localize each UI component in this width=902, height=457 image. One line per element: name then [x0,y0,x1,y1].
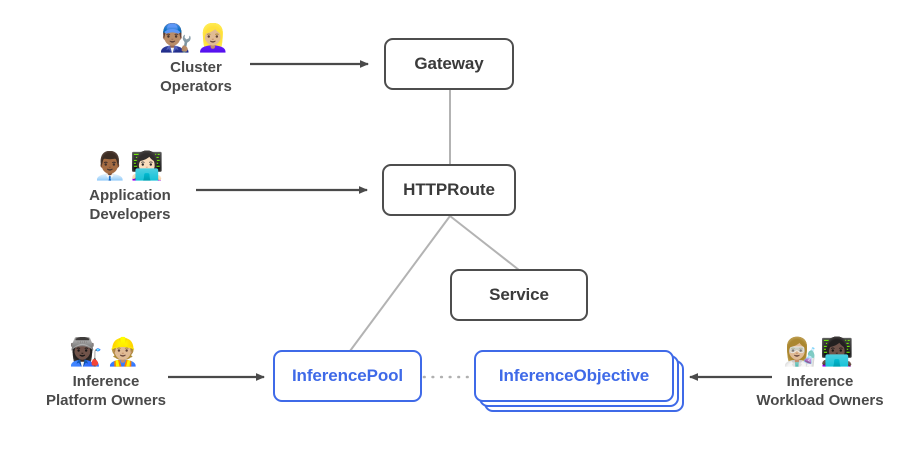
scientist-technologist-emoji: 👩🏼‍🔬👩🏿‍💻 [783,337,857,367]
actor-inference-workload-owners-label: Inference Workload Owners [756,373,884,409]
construction-workers-emoji: 👩🏿‍🏭👷🏼 [69,337,143,367]
edge-httproute-service [449,215,520,271]
node-inferencepool-label: InferencePool [291,366,404,386]
actor-inference-platform-owners: 👩🏿‍🏭👷🏼 Inference Platform Owners [11,336,201,410]
actor-application-developers-label: Application Developers [89,187,171,223]
node-gateway[interactable]: Gateway [384,38,514,90]
node-gateway-label: Gateway [414,54,484,74]
node-service[interactable]: Service [450,269,588,321]
actor-cluster-operators: 👨🏽‍🔧👱🏼‍♀️ Cluster Operators [101,22,291,96]
actor-cluster-operators-label: Cluster Operators [160,59,232,95]
node-httproute[interactable]: HTTPRoute [382,164,516,216]
actor-inference-platform-owners-label: Inference Platform Owners [45,373,167,409]
office-worker-technologist-emoji: 👨🏾‍💼👩🏻‍💻 [93,151,167,181]
actor-inference-workload-owners: 👩🏼‍🔬👩🏿‍💻 Inference Workload Owners [725,336,902,410]
actor-application-developers: 👨🏾‍💼👩🏻‍💻 Application Developers [35,150,225,224]
edge-httproute-inferencepool [349,215,451,352]
node-inferenceobjective-label: InferenceObjective [498,366,650,386]
node-inferenceobjective[interactable]: InferenceObjective [474,350,674,402]
node-inferencepool[interactable]: InferencePool [273,350,422,402]
node-httproute-label: HTTPRoute [403,180,495,200]
actor-arrows [168,60,772,381]
mechanics-emoji: 👨🏽‍🔧👱🏼‍♀️ [159,23,233,53]
node-service-label: Service [489,285,549,305]
